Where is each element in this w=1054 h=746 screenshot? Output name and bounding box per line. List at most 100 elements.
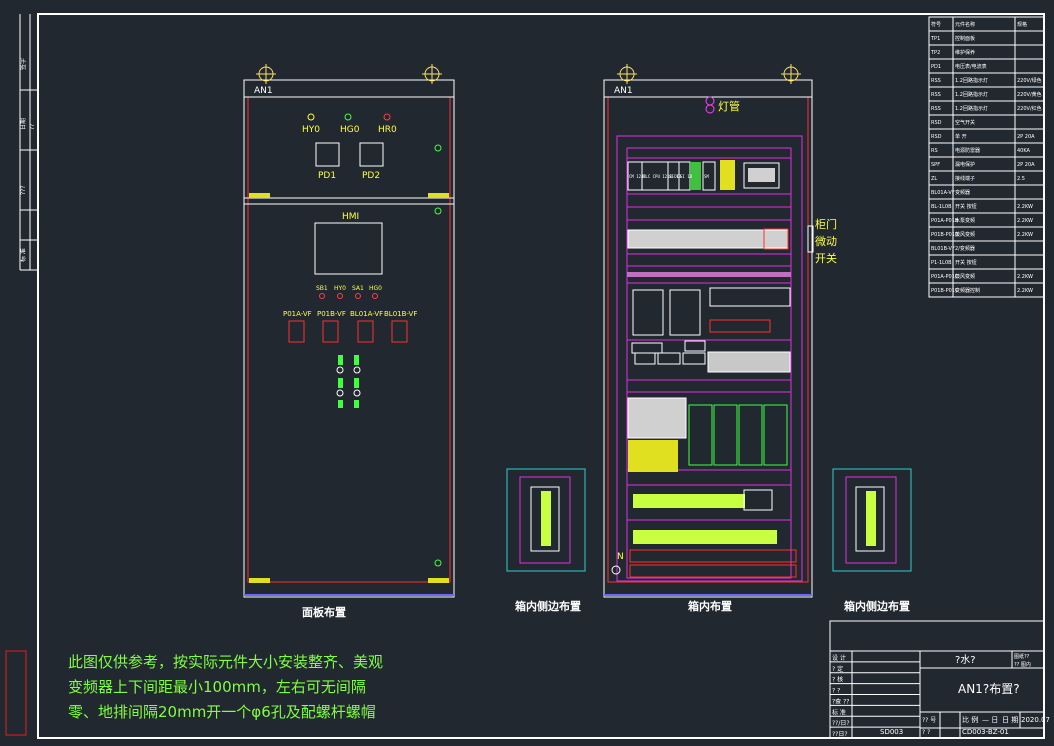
side-caption-right: 箱内侧边布置 [844,599,910,613]
breaker-row [627,228,789,250]
margin-label: 标 准 [19,248,27,262]
ground-bar [629,564,797,578]
legend-cell: P01A-P01C [931,274,959,280]
legend-cell: BL01A-VF [931,190,955,196]
button-label: HG0 [369,285,382,292]
button-label: SB1 [316,285,328,292]
note-line: 零、地排间隔20mm开一个φ6孔及配螺杆螺帽 [68,703,376,721]
left-margin-strip [19,14,38,271]
legend-cell: 40KA [1017,148,1031,154]
lifting-eye-icon [256,64,442,84]
side-caption-left: 箱内侧边布置 [515,599,581,613]
neutral-bar [629,549,797,563]
legend-cell: SPF [931,162,940,168]
selector-switch-icon [336,355,361,408]
legend-cell: 空气开关 [955,119,975,126]
din-rail [627,272,791,277]
legend-cell: 1.2回路指示灯 [955,91,988,98]
legend-cell: P01A-P01B [931,218,959,224]
module-label: PLC CPU 1214-DC [643,174,680,179]
terminal-block [627,397,687,439]
button-label: SA1 [352,285,364,292]
door-switch-label: 柜门 [815,217,837,231]
legend-cell: 2.2KW [1017,232,1033,238]
drive-label: P01A-VF [283,310,312,318]
screw-icon [434,559,442,567]
code-left: SD003 [880,728,903,736]
meter-pd1 [315,142,340,167]
lamp-tube-icon [705,96,715,114]
sheet-code-sub: ?? 图内 [1014,661,1031,668]
legend-cell: BL-1L0B [931,204,952,210]
meter-pd2 [359,142,384,167]
title-block-label: ? 定 [832,665,843,673]
contactor-group [631,287,791,373]
drive-label: BL01B-VF [384,310,417,318]
inner-caption: 箱内布置 [688,599,732,613]
title-block-label: 标 准 [832,708,846,716]
legend-cell: P01B-P01C [931,288,959,294]
margin-label: ??? [20,185,27,195]
button-label: HY0 [334,285,346,292]
lamp-label: HG0 [340,125,360,135]
red-marker-box [5,650,27,736]
legend-cell: RSD [931,120,942,126]
neutral-label: N [617,552,624,562]
legend-cell: 2.2KW [1017,274,1033,280]
legend-cell: ZL [931,176,937,182]
ground-icon [611,565,621,575]
module-label: SI 1B [680,174,693,179]
date-label: 日 期 [1002,716,1018,724]
drawing-frame [37,13,1045,739]
hinge-icon [249,193,449,583]
legend-cell: 2P 20A [1017,162,1035,168]
legend-cell: TP1 [930,36,940,42]
date-value: 2020.07 [1021,716,1050,724]
legend-cell: PD1 [931,64,941,70]
lamp-tube-label: 灯管 [718,99,740,113]
legend-cell: 规格 [1017,21,1027,28]
wire-duct [627,157,791,521]
legend-cell: 漏电保护 [955,161,975,168]
legend-cell: 220V/黄色 [1017,91,1042,98]
legend-cell: 鼓风变频 [955,231,975,238]
legend-cell: RSS [931,106,941,112]
inner-tag: AN1 [614,86,633,96]
legend-cell: 接线端子 [955,175,975,182]
legend-cell: P1-1L0B [931,260,952,266]
legend-cell: TP2 [930,50,940,56]
module-label: SM [704,174,709,179]
legend-cell: 电压表/电流表 [955,63,987,70]
front-panel: AN1 HY0 HG0 HR0 PD1 PD2 HMI SB1 HY0 SA1 … [243,64,455,619]
screw-icon [434,207,442,215]
legend-cell: BL01B-VF [931,246,955,252]
legend-cell: 1.2回路指示灯 [955,77,988,84]
meter-label: PD2 [362,171,380,181]
legend-cell: 2.2KW [1017,204,1033,210]
lamp-red-icon [383,113,391,121]
legend-cell: 2P 20A [1017,134,1035,140]
scale-label: 比 例 [962,715,978,724]
legend-cell: 2/变频器 [955,245,975,252]
legend-cell: 1.2回路指示灯 [955,105,988,112]
lamp-label: HY0 [302,125,320,135]
scale-value: — 日 [982,716,998,724]
left-margin-labels: 签字 日期 ?? ??? 标 准 [19,58,36,262]
legend-cell: 水泵变频 [955,217,975,224]
drive-label: BL01A-VF [350,310,383,318]
door-switch-label: 开关 [815,251,837,265]
module-label: SI 1B [669,174,682,179]
mounting-plate [616,135,803,582]
legend-cell: 维护保养 [955,49,975,56]
lamp-yellow-icon [307,113,315,121]
title-block [829,620,1045,739]
legend-cell: RSS [931,92,941,98]
row-label: ?? 号 [922,717,936,724]
sheet-title: AN1?布置? [958,682,1020,696]
vfd-unit [688,404,788,466]
margin-label: 日期 [19,118,27,130]
note-line: 此图仅供参考，按实际元件大小安装整齐、美观 [68,653,383,671]
front-tag: AN1 [254,86,273,96]
legend-cell: 开关 按钮 [955,259,977,266]
